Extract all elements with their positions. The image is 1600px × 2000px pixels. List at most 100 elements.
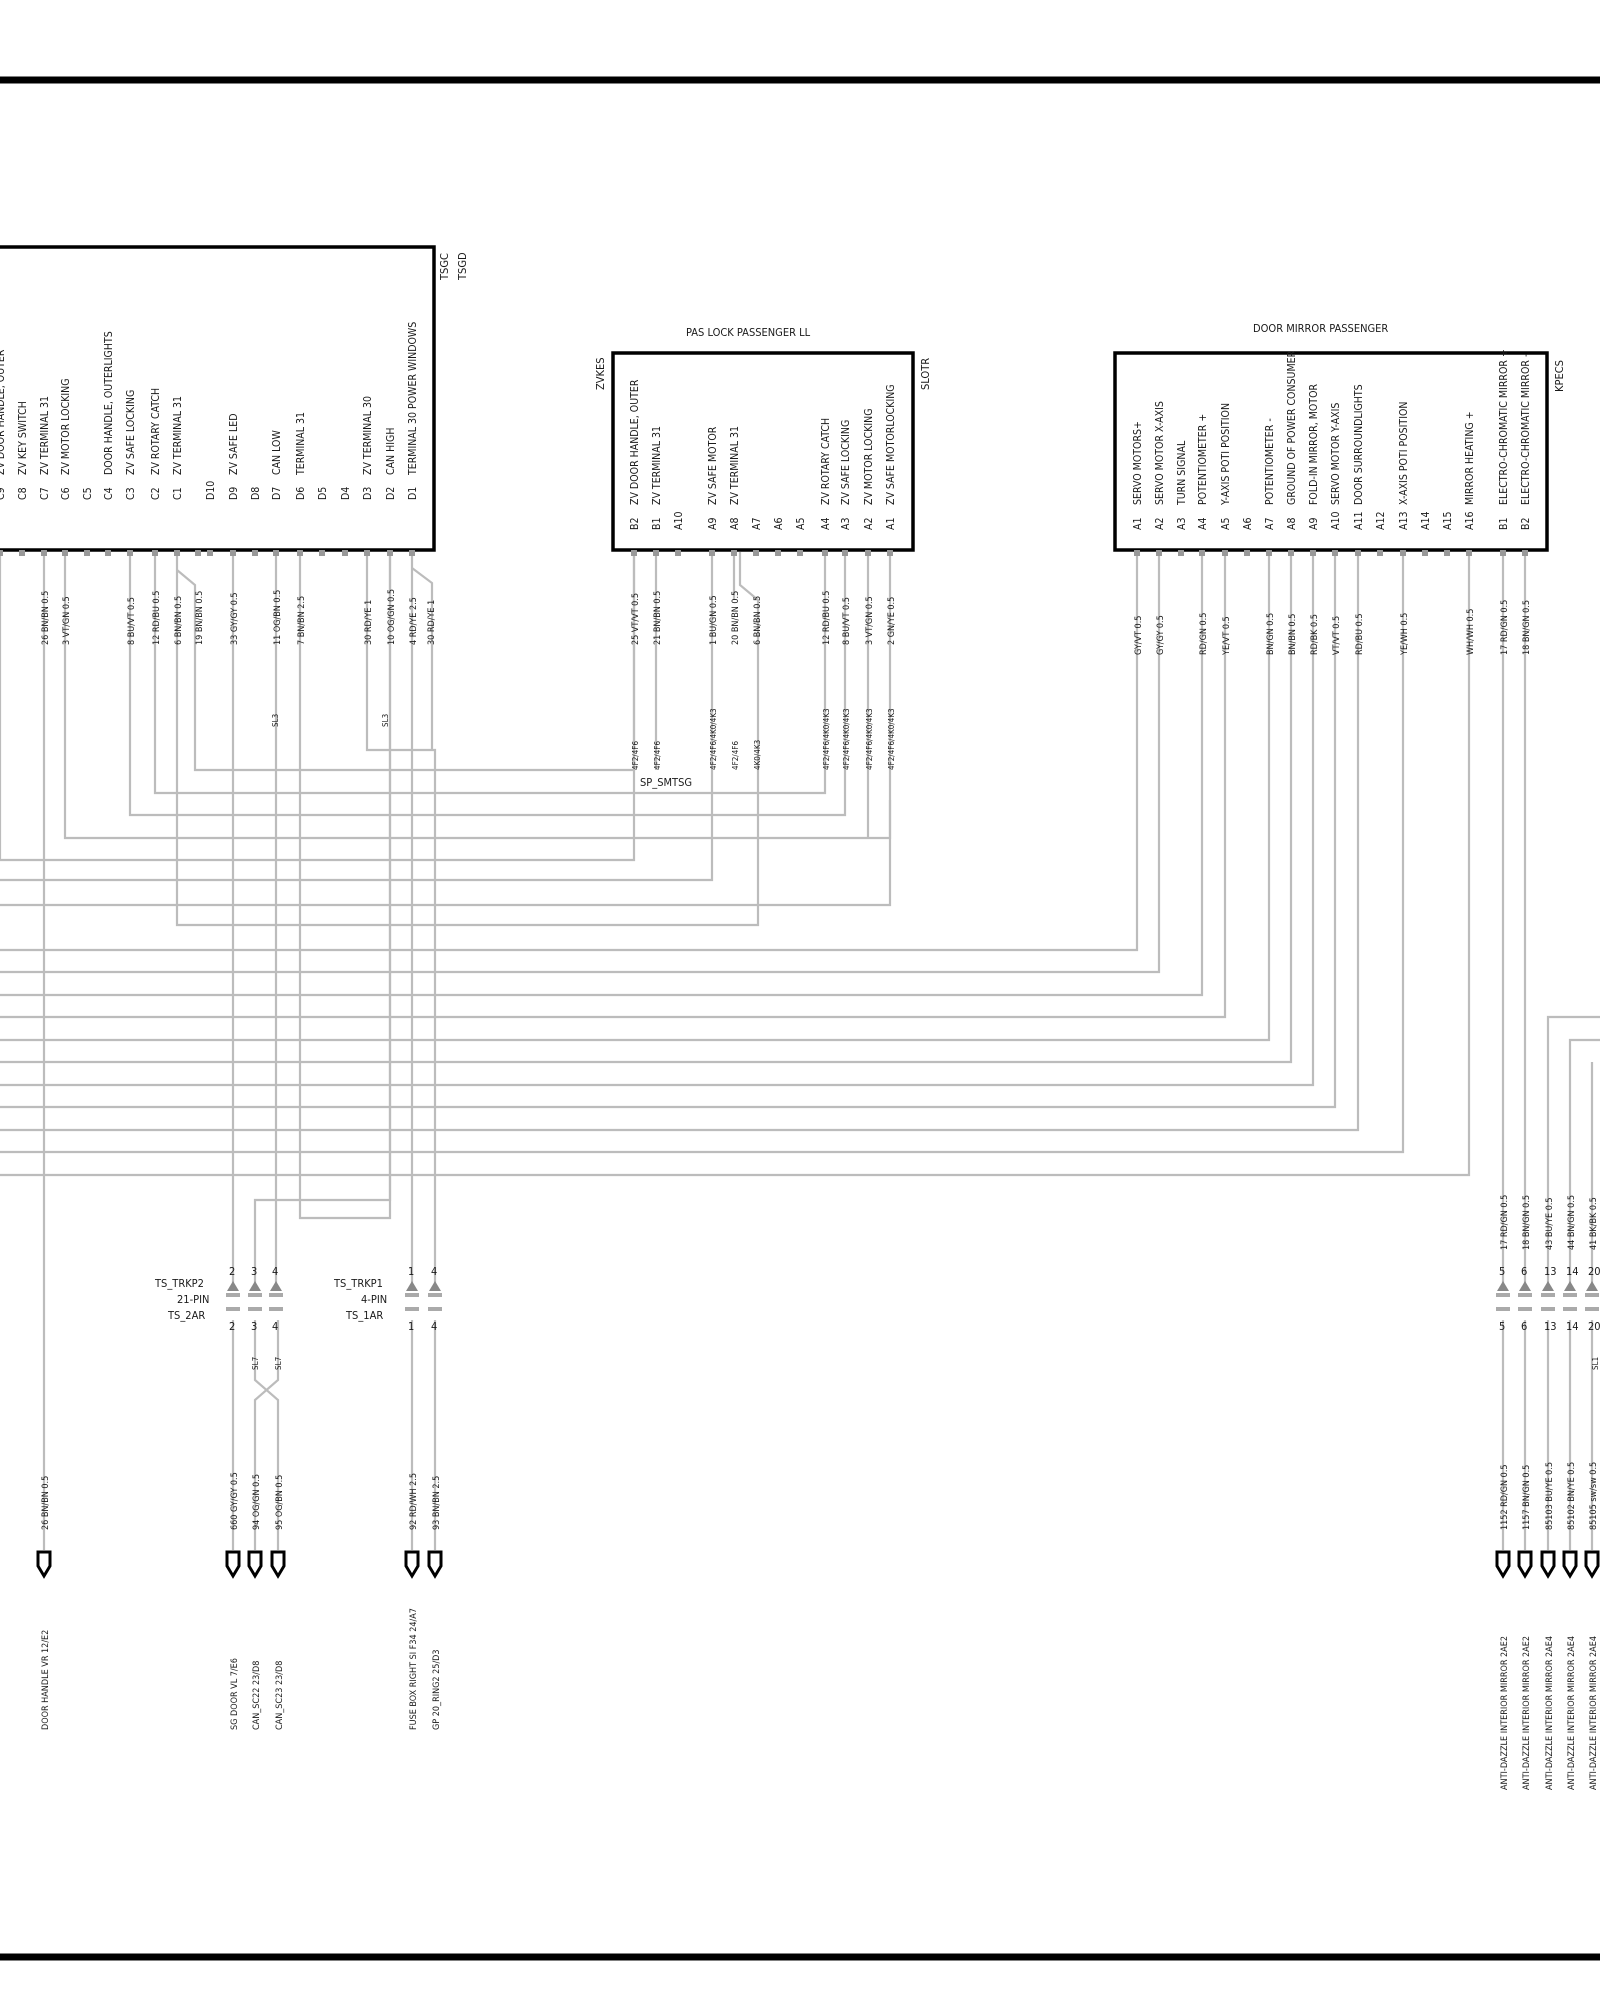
paslock-wire-label: 12 RD/BU 0.5 (822, 591, 832, 645)
mirror-pin-id: B1 (1498, 518, 1510, 531)
terminal-symbol (1540, 1550, 1556, 1579)
pin-stub (887, 550, 893, 556)
terminal-symbol (36, 1550, 52, 1579)
terminal-destination: ANTI-DAZZLE INTERIOR MIRROR 2AE4 (1545, 1636, 1555, 1790)
wire-b2 (0, 552, 636, 862)
pin-stub (822, 550, 828, 556)
twist-label: SL7 (251, 1357, 260, 1370)
terminal-symbol (270, 1550, 286, 1579)
trkp2-pin-top: 4 (272, 1265, 278, 1278)
mirror-pin-label: POTENTIOMETER + (1197, 414, 1209, 505)
bottom-wire-label: 26 BN/BN 0.5 (41, 1476, 51, 1530)
pin-stub (1444, 550, 1450, 556)
pin-stub (1355, 550, 1361, 556)
paslock-tag-right: SLOTR (919, 358, 932, 390)
tsgc-wire-label: 10 OG/GN 0.5 (387, 589, 397, 645)
terminal-symbol (427, 1550, 443, 1579)
pin-stub (127, 550, 133, 556)
trkp1-housing (405, 1293, 419, 1297)
bottom-wire-label: 95 OG/BN 0.5 (275, 1475, 285, 1530)
door-mirror-box (1113, 351, 1549, 552)
paslock-pin-id: A8 (729, 518, 741, 530)
paslock-wire-label: 2 GN/YE 0.5 (887, 597, 897, 645)
paslock-option-code: 4F2/4F6/4K0/4K3 (887, 708, 896, 770)
wire-c2 (153, 552, 827, 795)
trkp2-male-pin (227, 1281, 239, 1291)
trkp1-pin-bottom: 1 (408, 1320, 414, 1333)
paslock-pin-label: ZV SAFE MOTORLOCKING (885, 384, 897, 505)
pin-stub (152, 550, 158, 556)
tsgc-wire-label: 33 GY/GY 0.5 (230, 592, 240, 645)
paslock-pin-id: A9 (707, 518, 719, 530)
wire-right-2 (1568, 1038, 1600, 1285)
mirror-pin-label: ELECTRO-CHROMATIC MIRROR + (1498, 349, 1510, 505)
mirror-wire-label: YE/WH 0.5 (1400, 613, 1410, 656)
right-connector-male-pin (1564, 1281, 1576, 1291)
tsgc-pin-id: C7 (39, 487, 51, 500)
mirror-wire-label: BN/BN 0.5 (1288, 614, 1298, 655)
mirror-pin-id: A5 (1220, 518, 1232, 530)
paslock-pin-label: ZV SAFE MOTOR (707, 426, 719, 505)
bottom-wire-label: 660 GY/GY 0.5 (230, 1472, 240, 1530)
mirror-pin-id: A2 (1154, 518, 1166, 530)
pin-stub (1400, 550, 1406, 556)
trkp2-male-pin (249, 1281, 261, 1291)
tsgc-pin-id: D4 (340, 487, 352, 500)
pin-stub (342, 550, 348, 556)
paslock-pin-id: A1 (885, 518, 897, 530)
right-connector-male-pin (1586, 1281, 1598, 1291)
mirror-pin-id: A15 (1442, 512, 1454, 530)
pin-stub (753, 550, 759, 556)
right-connector-male-pin (1519, 1281, 1531, 1291)
mirror-wire-label: BN/GN 0.5 (1266, 613, 1276, 655)
right-connector-pin-top: 14 (1566, 1265, 1579, 1278)
paslock-pin-label: ZV TERMINAL 31 (729, 426, 741, 505)
right-connector-housing (1563, 1307, 1577, 1311)
mirror-pin-id: A4 (1197, 518, 1209, 530)
wire-d6 (298, 552, 392, 1220)
paslock-pin-id: A10 (673, 512, 685, 530)
wire-m-a8 (0, 552, 1293, 1064)
terminal-destination: SG DOOR VL 7/E6 (230, 1658, 240, 1730)
right-connector-housing (1518, 1293, 1532, 1297)
tsgc-pin-id: D1 (407, 487, 419, 500)
paslock-wire-label: 1 BU/GN 0.5 (709, 595, 719, 645)
right-connector-male-pin (1542, 1281, 1554, 1291)
trkp2-name: TS_TRKP2 (154, 1277, 204, 1290)
right-connector-pin-bottom: 13 (1544, 1320, 1557, 1333)
wire-c3 (128, 552, 847, 817)
wire-m-a11 (0, 552, 1360, 1132)
tsgc-wire-label: 8 BU/VT 0.5 (127, 597, 137, 645)
trkp1-housing (428, 1293, 442, 1297)
bottom-wire-label: 85102 BN/YE 0.5 (1567, 1462, 1577, 1530)
trkp1-male-pin (406, 1281, 418, 1291)
pin-stub (195, 550, 201, 556)
trkp2-housing (248, 1293, 262, 1297)
tsgc-pin-id: D5 (317, 487, 329, 500)
tsgc-pin-id: C5 (82, 487, 94, 500)
tsgc-pin-label: ZV ROTARY CATCH (150, 388, 162, 475)
mirror-pin-label: SERVO MOTOR X-AXIS (1154, 401, 1166, 505)
paslock-option-code: 4F2/4F6 (731, 741, 740, 770)
right-connector-pin-bottom: 6 (1521, 1320, 1527, 1333)
wire-c1b (176, 552, 636, 772)
mirror-wire-label: GY/VT 0.5 (1134, 616, 1144, 655)
pin-stub (1156, 550, 1162, 556)
pin-stub (252, 550, 258, 556)
right-connector-wire: 17 RD/GN 0.5 (1500, 1195, 1510, 1250)
tsgc-tag-2: TSGD (456, 252, 469, 281)
right-connector-housing (1585, 1307, 1599, 1311)
pin-stub (230, 550, 236, 556)
mirror-pin-label: TURN SIGNAL (1176, 440, 1188, 506)
pin-stub (207, 550, 213, 556)
right-connector-pin-top: 5 (1499, 1265, 1505, 1278)
pin-stub (865, 550, 871, 556)
terminal-destination: CAN_SC22 23/D8 (252, 1661, 262, 1730)
tsgc-wire-label: 26 BN/BN 0.5 (41, 591, 51, 645)
trkp2-pincount: 21-PIN (177, 1293, 209, 1306)
tsgc-wire-label: 30 RD/YE 1 (364, 600, 374, 645)
